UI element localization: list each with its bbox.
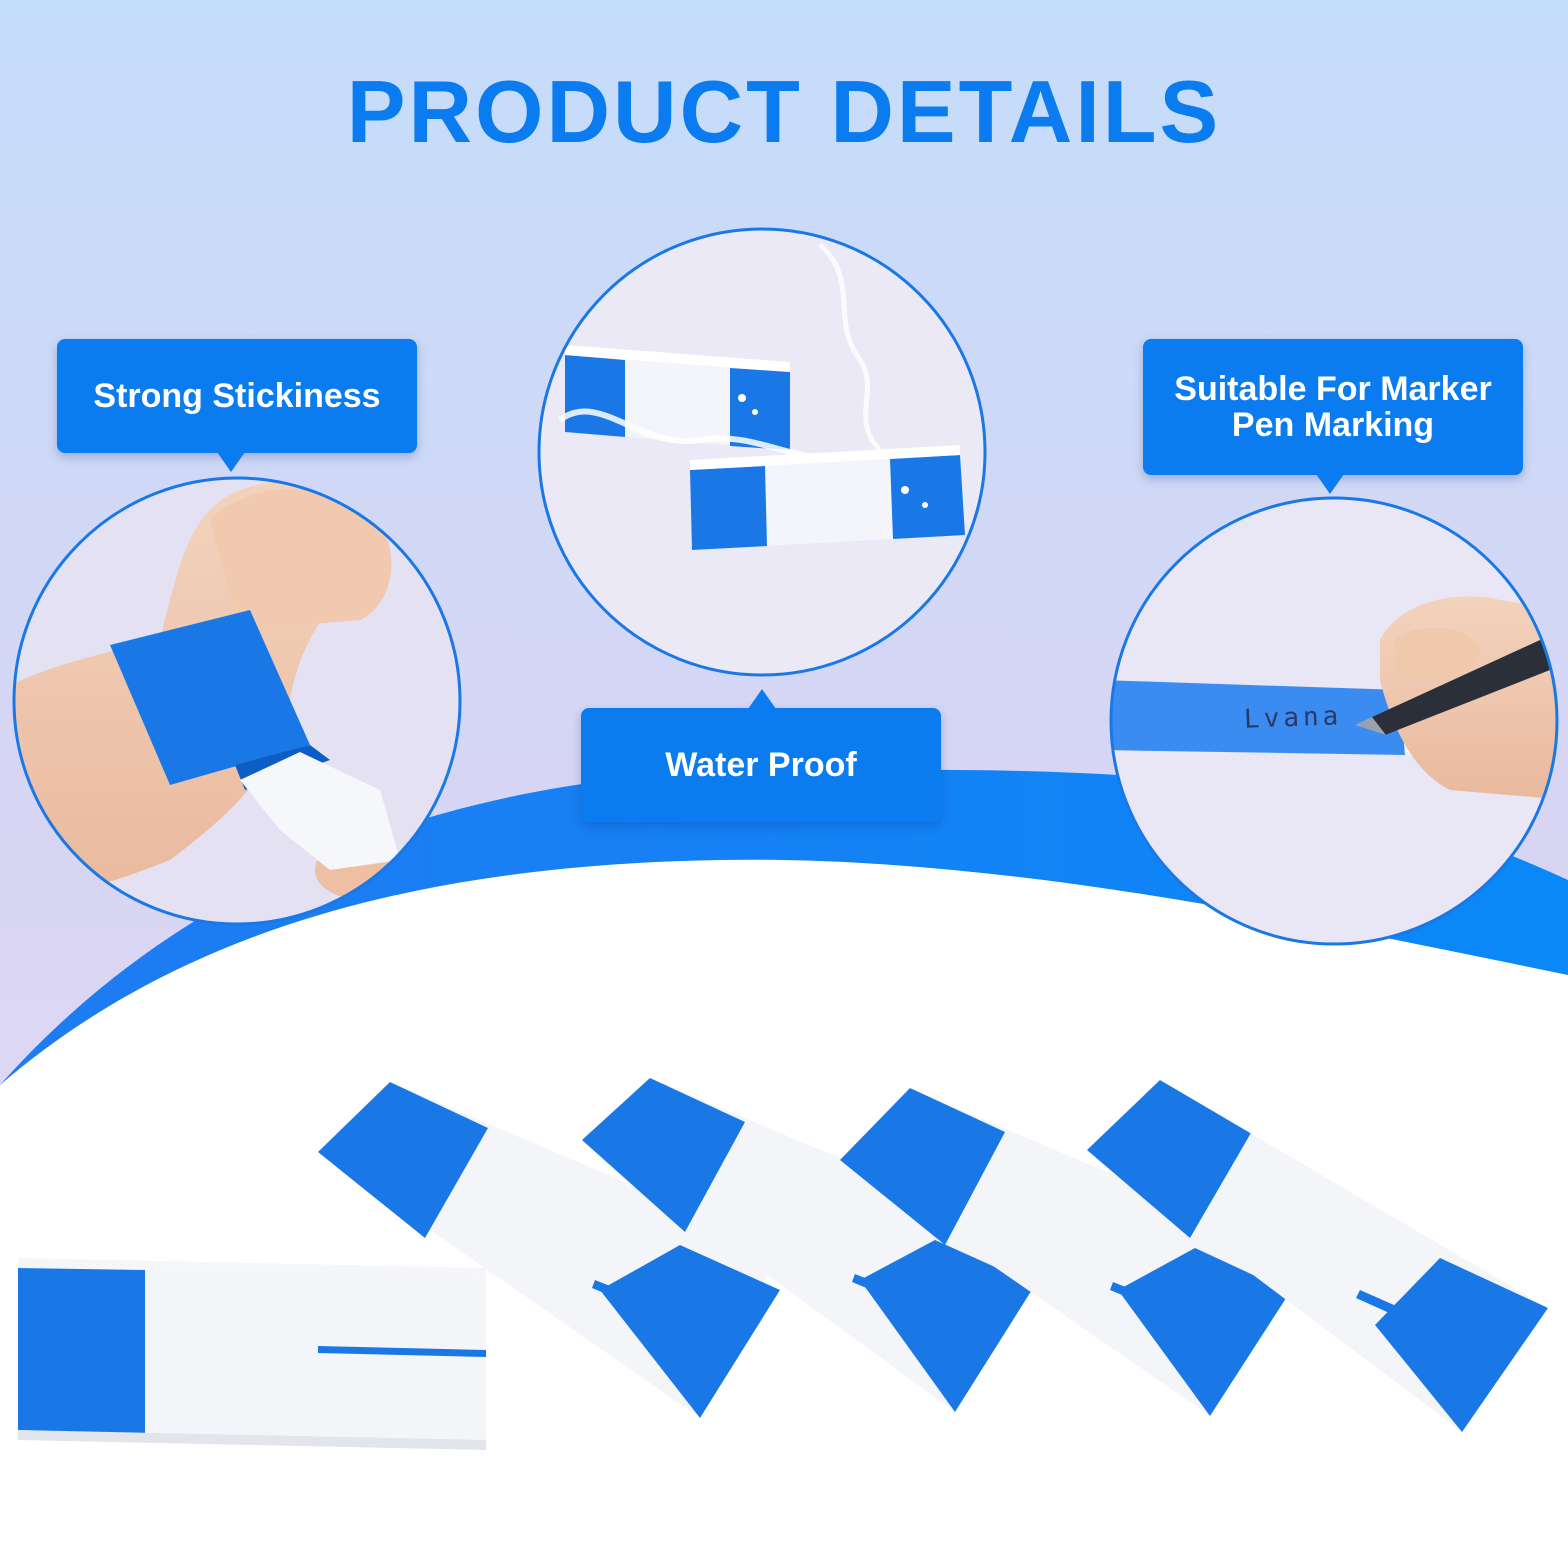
wristband-angled-1 — [318, 1078, 790, 1418]
feature-label-water-proof: Water Proof — [581, 708, 941, 822]
wristband-product-row — [18, 1074, 1558, 1450]
feature-label-marker-pen: Suitable For Marker Pen Marking — [1143, 339, 1523, 475]
circle-strong-stickiness — [12, 476, 462, 926]
page-title: PRODUCT DETAILS — [346, 62, 1222, 161]
feature-label-text: Strong Stickiness — [93, 377, 381, 415]
wristband-angled-4 — [1087, 1076, 1558, 1432]
label-pointer — [217, 452, 245, 472]
handwritten-name: Lvana — [1243, 701, 1343, 735]
circle-water-proof — [537, 227, 987, 677]
circle-marker-pen — [1109, 496, 1559, 946]
feature-label-text-line1: Suitable For Marker — [1174, 370, 1492, 408]
label-pointer — [1316, 474, 1344, 494]
feature-label-text-line2: Pen Marking — [1231, 406, 1435, 444]
feature-label-strong-stickiness: Strong Stickiness — [57, 339, 417, 453]
label-pointer — [748, 689, 776, 709]
feature-label-text: Water Proof — [665, 746, 857, 784]
